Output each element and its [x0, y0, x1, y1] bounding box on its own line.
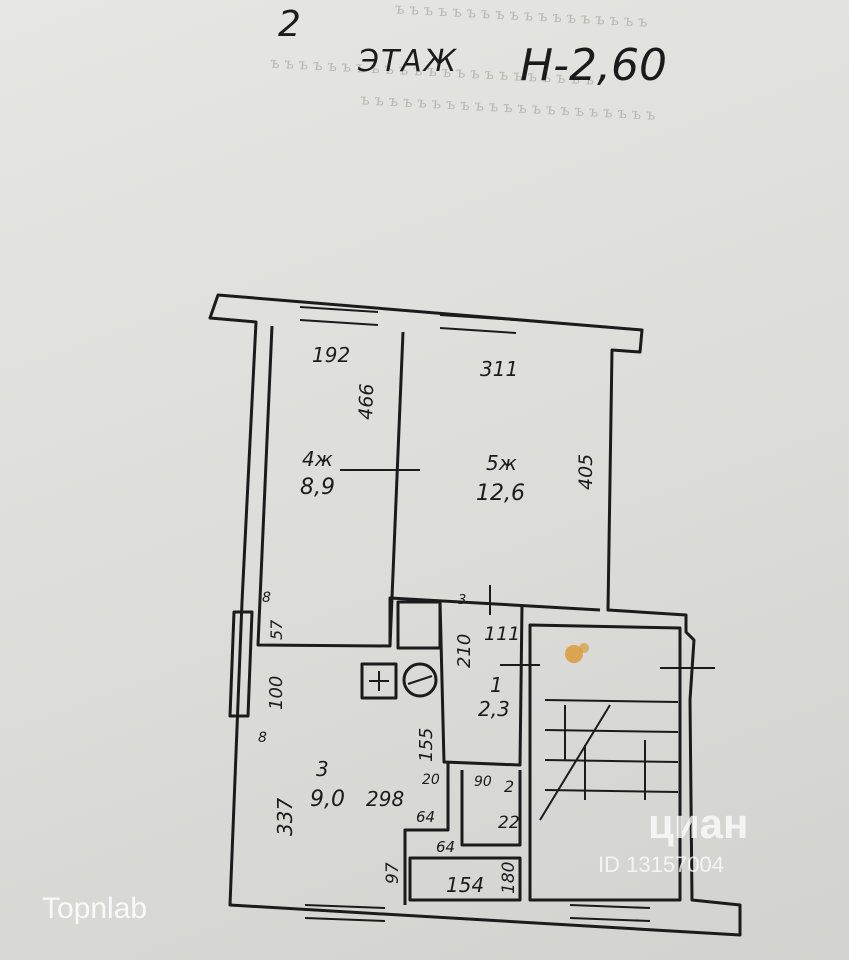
watermark-topnlab: Topnlab [42, 892, 148, 925]
watermark-cian-id: ID 13157004 [598, 852, 724, 877]
room-5-area: 12,6 [476, 481, 525, 506]
tick-marks [489, 585, 715, 669]
room-4-area: 8,9 [300, 475, 335, 500]
dim-311: 311 [480, 357, 518, 381]
dim-155: 155 [416, 728, 437, 762]
dim-64-a: 64 [416, 808, 435, 826]
dim-154: 154 [446, 873, 484, 897]
dim-180: 180 [499, 862, 519, 894]
sink-mark [407, 675, 433, 685]
dim-8-bottom: 8 [258, 730, 267, 746]
room-1-area: 2,3 [478, 697, 510, 721]
dim-3: 3 [458, 593, 466, 608]
ceiling-height: Н-2,60 [520, 40, 667, 91]
room-1-name: 1 [490, 673, 503, 697]
dim-337: 337 [273, 798, 297, 836]
dim-90: 90 [474, 774, 492, 790]
stair-treads [544, 699, 679, 793]
room-3-name: 3 [316, 757, 329, 781]
window-left [228, 610, 254, 718]
wall-room-4 [256, 325, 405, 648]
stair-diagonal [539, 704, 611, 821]
wall-room-2 [460, 770, 522, 847]
wall-room-1 [438, 599, 524, 767]
window-bottom [304, 904, 651, 922]
room-5-name: 5ж [486, 451, 517, 475]
dim-57: 57 [267, 619, 286, 640]
dim-20: 20 [422, 772, 440, 788]
dim-64-b: 64 [436, 838, 455, 856]
stove-cross [369, 671, 389, 691]
floor-number: 2 [278, 4, 301, 45]
dim-405: 405 [575, 454, 597, 490]
stair-arrows [564, 705, 646, 800]
window-top [299, 306, 517, 334]
bath [408, 856, 522, 902]
watermark-cian: циан [648, 800, 749, 847]
shaft [396, 600, 442, 650]
outer-wall [208, 293, 742, 937]
room-3-area: 9,0 [310, 787, 345, 812]
dim-8-top: 8 [262, 590, 271, 606]
stain [565, 643, 589, 663]
room-4-name: 4ж [302, 447, 333, 471]
wall-hall [388, 596, 601, 646]
dim-192: 192 [312, 343, 350, 367]
dim-298: 298 [366, 787, 404, 811]
dim-97: 97 [383, 862, 403, 884]
dim-111: 111 [484, 623, 520, 645]
wall-room-2-left [403, 762, 450, 905]
dim-210: 210 [454, 634, 475, 668]
stairwell [528, 623, 682, 902]
stove-icon [360, 662, 398, 700]
floor-label: ЭТАЖ [358, 44, 459, 79]
dim-466: 466 [355, 383, 378, 420]
dim-22: 22 [498, 813, 520, 833]
dim-100: 100 [266, 676, 287, 710]
sink-icon [402, 662, 438, 698]
room-2-name: 2 [504, 777, 514, 796]
